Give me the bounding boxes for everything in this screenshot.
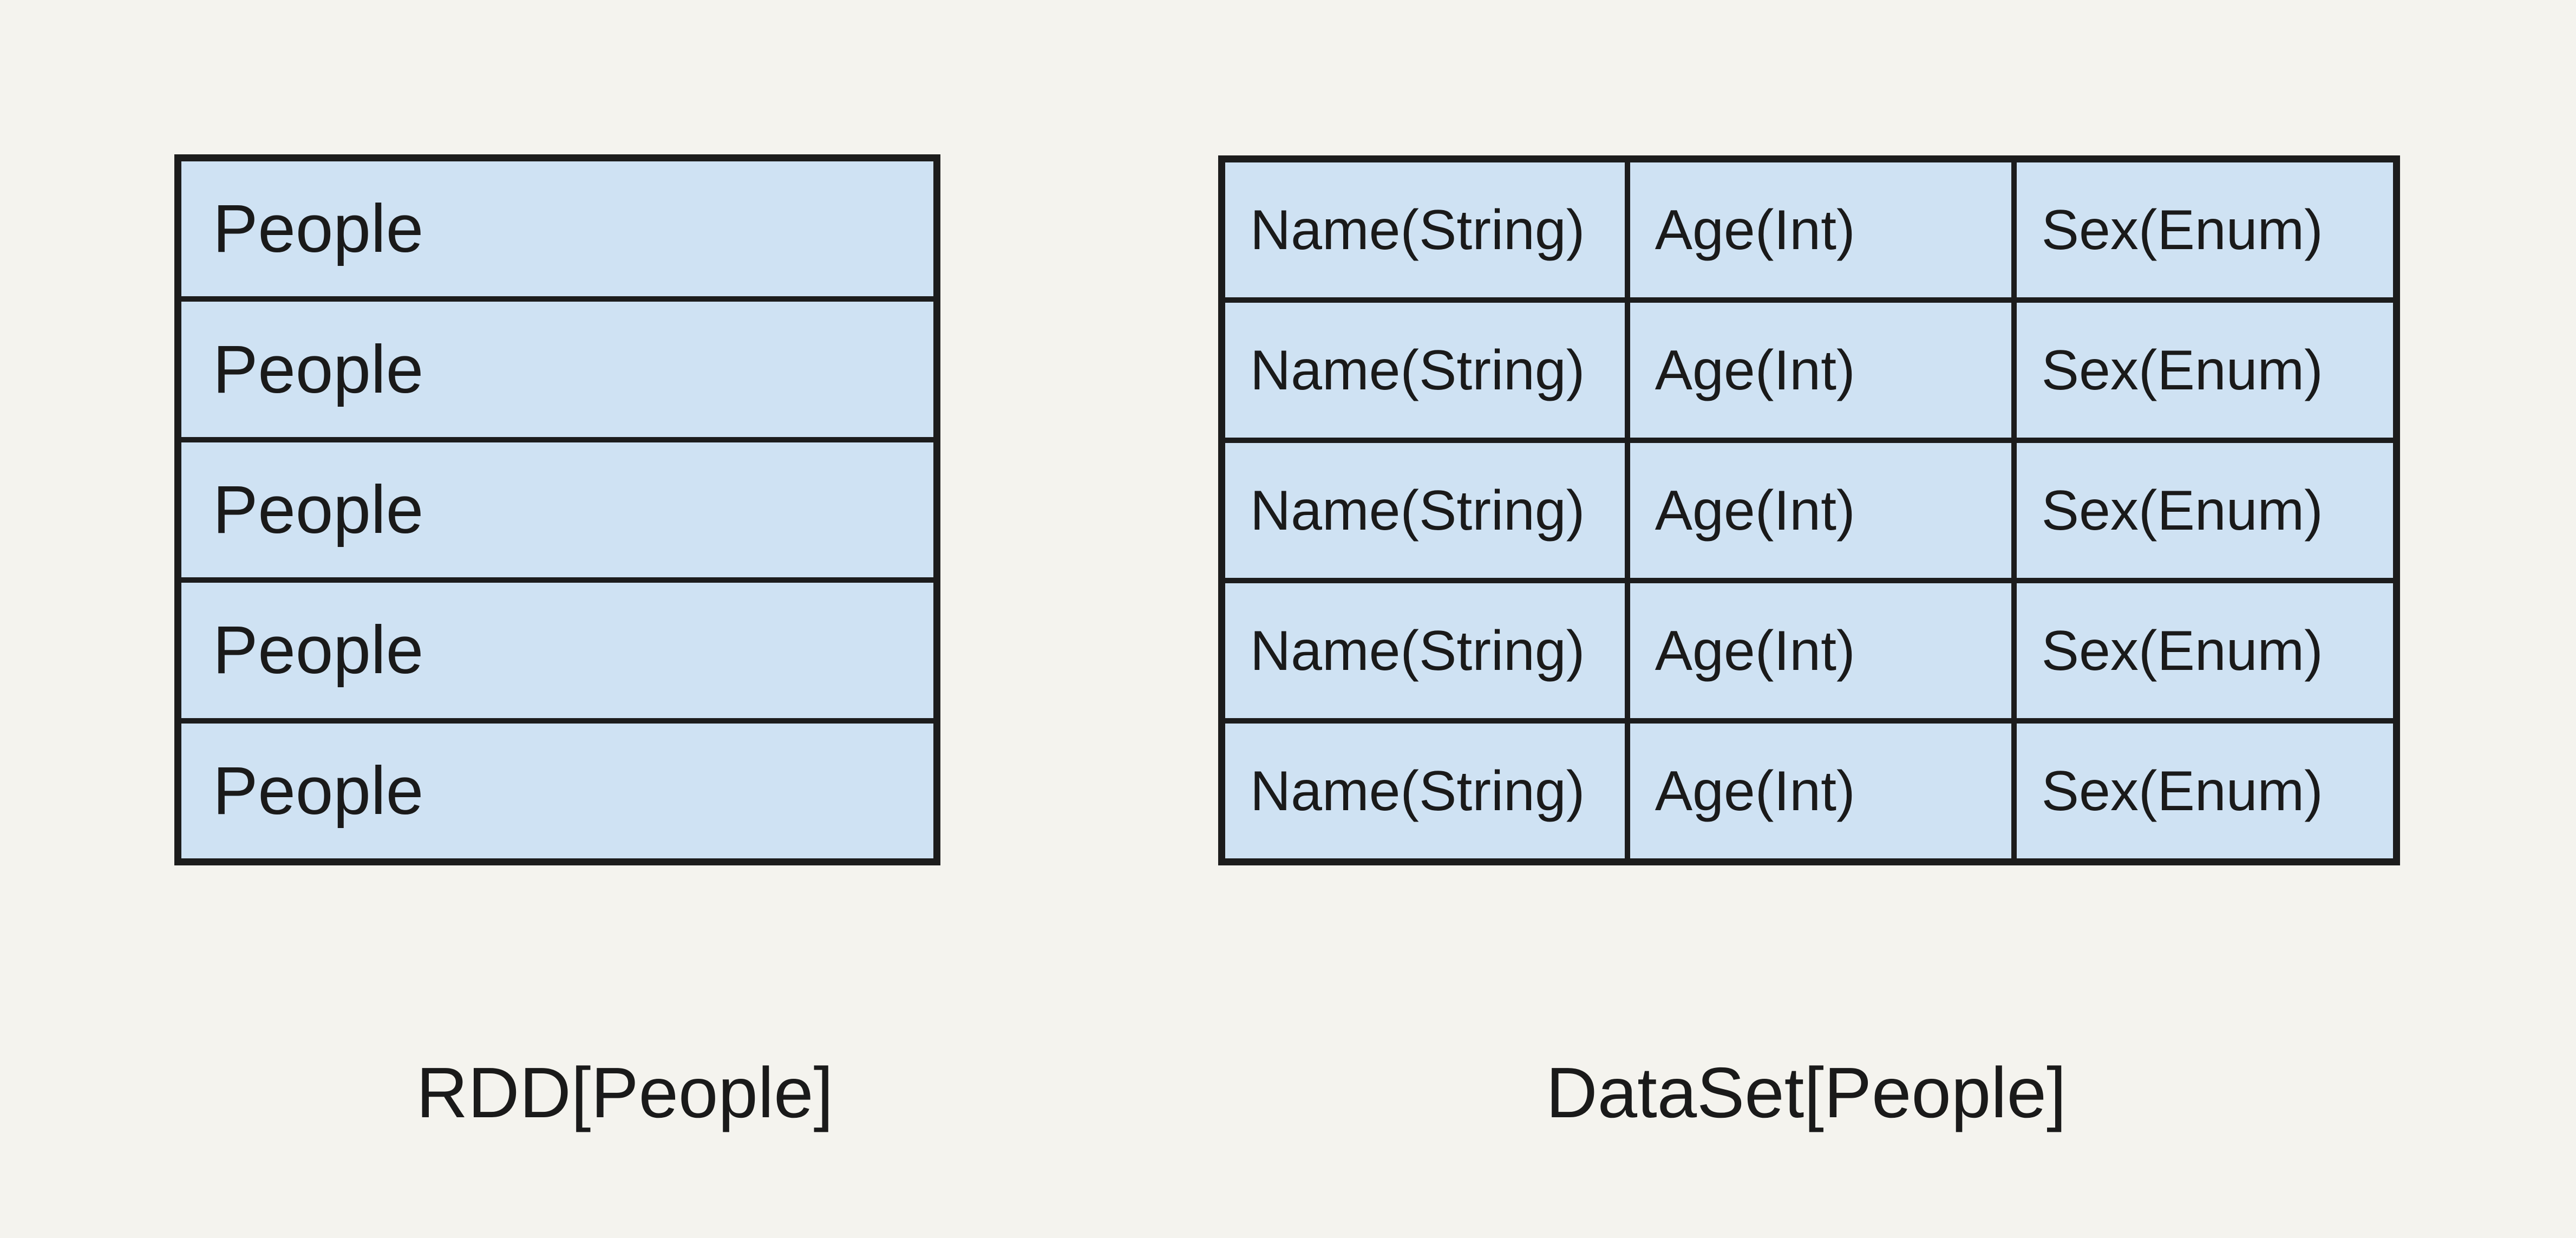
dataset-cell-age: Age(Int) bbox=[1624, 162, 2011, 297]
dataset-cell-sex: Sex(Enum) bbox=[2011, 724, 2393, 858]
rdd-row: People bbox=[181, 436, 933, 577]
dataset-row: Name(String) Age(Int) Sex(Enum) bbox=[1225, 718, 2393, 858]
dataset-caption: DataSet[People] bbox=[1546, 1053, 2067, 1132]
dataset-cell-name: Name(String) bbox=[1250, 759, 1585, 823]
dataset-row: Name(String) Age(Int) Sex(Enum) bbox=[1225, 578, 2393, 718]
rdd-row: People bbox=[213, 191, 424, 267]
dataset-cell-name: Name(String) bbox=[1250, 619, 1585, 682]
rdd-row: People bbox=[181, 718, 933, 858]
dataset-row: Name(String) Age(Int) Sex(Enum) bbox=[1225, 162, 2393, 297]
rdd-table: People People People People People bbox=[174, 154, 940, 865]
dataset-cell-sex: Sex(Enum) bbox=[2011, 303, 2393, 438]
rdd-row: People bbox=[181, 296, 933, 436]
rdd-caption: RDD[People] bbox=[416, 1053, 834, 1132]
dataset-cell-sex: Sex(Enum) bbox=[2011, 443, 2393, 578]
rdd-row: People bbox=[181, 577, 933, 718]
dataset-cell-name: Name(String) bbox=[1250, 479, 1585, 542]
dataset-cell-name: Name(String) bbox=[1250, 198, 1585, 262]
dataset-cell-age: Age(Int) bbox=[1624, 303, 2011, 438]
dataset-table: Name(String) Age(Int) Sex(Enum) Name(Str… bbox=[1218, 155, 2400, 865]
dataset-cell-sex: Sex(Enum) bbox=[2011, 162, 2393, 297]
dataset-row: Name(String) Age(Int) Sex(Enum) bbox=[1225, 438, 2393, 578]
dataset-row: Name(String) Age(Int) Sex(Enum) bbox=[1225, 297, 2393, 438]
dataset-cell-sex: Sex(Enum) bbox=[2011, 583, 2393, 718]
dataset-cell-name: Name(String) bbox=[1250, 338, 1585, 402]
dataset-cell-age: Age(Int) bbox=[1624, 583, 2011, 718]
dataset-cell-age: Age(Int) bbox=[1624, 443, 2011, 578]
dataset-cell-age: Age(Int) bbox=[1624, 724, 2011, 858]
